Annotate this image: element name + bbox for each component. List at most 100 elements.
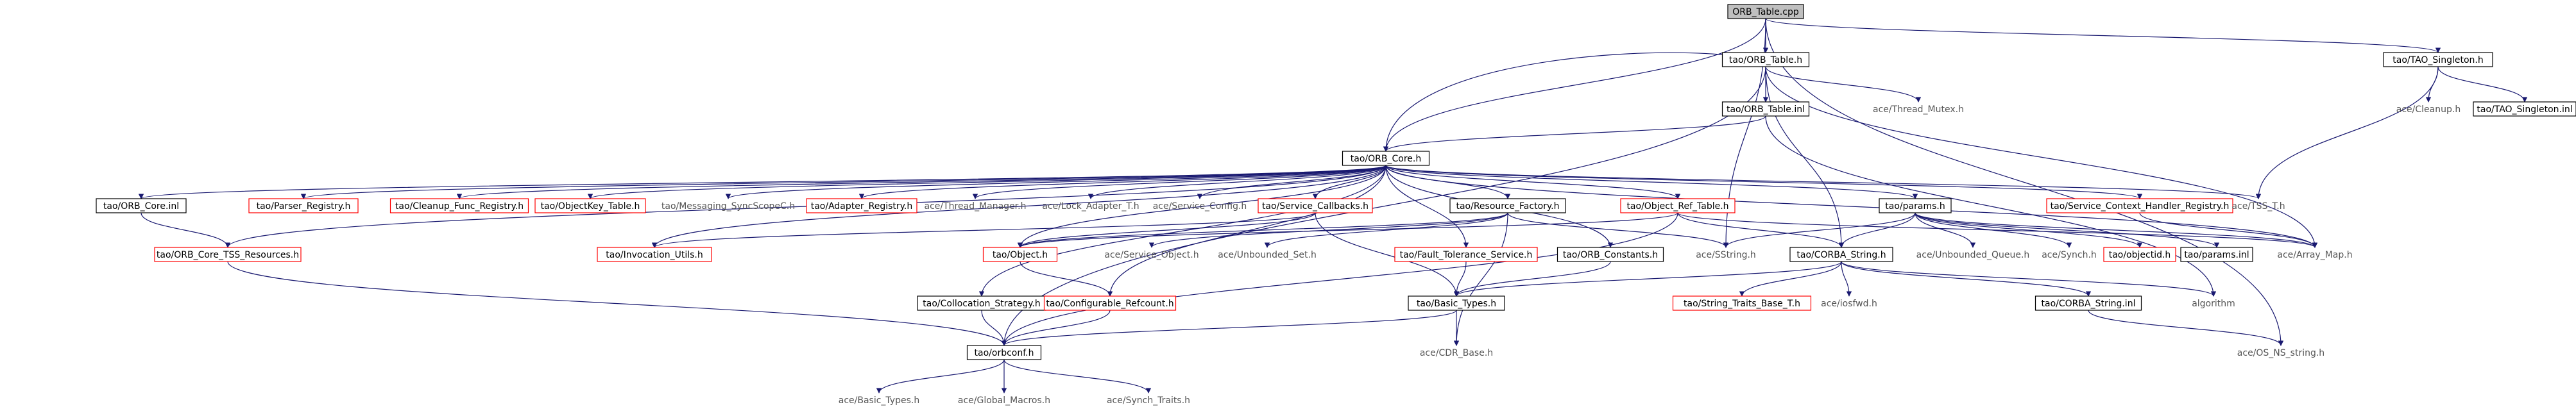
node-sstring-h[interactable]: ace/SString.h bbox=[1689, 247, 1763, 262]
node-label: ace/Synch.h bbox=[2042, 250, 2097, 260]
edge-params_h-to-unbounded_queue_h bbox=[1915, 212, 1976, 248]
node-params-h[interactable]: tao/params.h bbox=[1879, 198, 1952, 213]
edge-orb_core_tss_resources_h-to-orbconf_h bbox=[227, 261, 1007, 346]
edge-orb_table_h-to-thread_mutex_h bbox=[1765, 66, 1922, 103]
node-box bbox=[2103, 247, 2176, 262]
node-messaging-syncscopec-h[interactable]: tao/Messaging_SyncScopeC.h bbox=[658, 199, 799, 213]
node-synch-h[interactable]: ace/Synch.h bbox=[2039, 247, 2100, 262]
node-service-object-h[interactable]: ace/Service_Object.h bbox=[1099, 247, 1205, 262]
node-cleanup-func-registry-h[interactable]: tao/Cleanup_Func_Registry.h bbox=[389, 198, 529, 213]
edge-resource_factory_h-to-unbounded_set_h bbox=[1264, 212, 1508, 248]
node-box bbox=[154, 247, 302, 262]
node-label: tao/Cleanup_Func_Registry.h bbox=[395, 201, 524, 212]
node-objectkey-table-h[interactable]: tao/ObjectKey_Table.h bbox=[534, 198, 646, 213]
node-service-callbacks-h[interactable]: tao/Service_Callbacks.h bbox=[1258, 198, 1373, 213]
node-layer: ORB_Table.cpp tao/ORB_Table.h tao/TAO_Sing… bbox=[96, 4, 2576, 407]
node-orb-constants-h[interactable]: tao/ORB_Constants.h bbox=[1557, 247, 1664, 262]
edge-orb_core_h-to-adapter_registry_h bbox=[859, 165, 1386, 199]
node-label: tao/Object.h bbox=[993, 250, 1048, 260]
node-lock-adapter-t-h[interactable]: ace/Lock_Adapter_T.h bbox=[1037, 199, 1145, 213]
node-resource-factory-h[interactable]: tao/Resource_Factory.h bbox=[1449, 198, 1566, 213]
node-box bbox=[2034, 295, 2142, 311]
edge-orb_core_h-to-array_map_h bbox=[1385, 165, 2318, 248]
node-fault-tolerance-service-h[interactable]: tao/Fault_Tolerance_Service.h bbox=[1394, 247, 1538, 262]
node-label: ace/Thread_Manager.h bbox=[925, 201, 1027, 212]
node-synch-traits-h[interactable]: ace/Synch_Traits.h bbox=[1100, 393, 1197, 407]
node-label: tao/ORB_Constants.h bbox=[1563, 250, 1658, 260]
node-cleanup-h[interactable]: ace/Cleanup.h bbox=[2393, 102, 2464, 116]
edge-orb_core_h-to-lock_adapter_t_h bbox=[1088, 165, 1386, 199]
node-objectid-h[interactable]: tao/objectid.h bbox=[2103, 247, 2176, 262]
node-label: ace/Basic_Types.h bbox=[839, 395, 919, 406]
edge-orb_core_h-to-thread_manager_h bbox=[972, 165, 1386, 199]
node-label: ace/Cleanup.h bbox=[2396, 104, 2461, 115]
node-string-traits-base-t-h[interactable]: tao/String_Traits_Base_T.h bbox=[1672, 295, 1812, 311]
node-label: algorithm bbox=[2192, 299, 2235, 309]
node-orb-core-inl[interactable]: tao/ORB_Core.inl bbox=[96, 198, 187, 213]
node-algorithm[interactable]: algorithm bbox=[2185, 296, 2242, 310]
edge-params_h-to-params_inl bbox=[1915, 212, 2220, 248]
edge-orb_core_inl-to-orb_core_tss_resources_h bbox=[141, 212, 231, 248]
node-corba-string-inl[interactable]: tao/CORBA_String.inl bbox=[2034, 295, 2142, 311]
edge-orb_table_cpp-to-tao_singleton_h bbox=[1765, 18, 2441, 53]
node-invocation-utils-h[interactable]: tao/Invocation_Utils.h bbox=[597, 247, 712, 262]
edge-tao_singleton_h-to-tao_singleton_inl bbox=[2437, 66, 2528, 103]
node-global-macros-h[interactable]: ace/Global_Macros.h bbox=[953, 393, 1055, 407]
node-box bbox=[1408, 295, 1505, 311]
node-unbounded-set-h[interactable]: ace/Unbounded_Set.h bbox=[1213, 247, 1321, 262]
edge-service_callbacks_h-to-basic_types_h bbox=[1315, 212, 1460, 297]
node-label: tao/Adapter_Registry.h bbox=[811, 201, 913, 212]
node-tao-singleton-h[interactable]: tao/TAO_Singleton.h bbox=[2383, 52, 2493, 67]
node-orb-table-h[interactable]: tao/ORB_Table.h bbox=[1721, 52, 1810, 67]
node-orb-table-inl[interactable]: tao/ORB_Table.inl bbox=[1721, 101, 1810, 117]
node-adapter-registry-h[interactable]: tao/Adapter_Registry.h bbox=[806, 198, 917, 213]
node-thread-mutex-h[interactable]: ace/Thread_Mutex.h bbox=[1870, 102, 1966, 116]
node-orb-table-cpp[interactable]: ORB_Table.cpp bbox=[1727, 4, 1804, 19]
node-orb-core-tss-resources-h[interactable]: tao/ORB_Core_TSS_Resources.h bbox=[154, 247, 302, 262]
node-label: ace/Synch_Traits.h bbox=[1107, 395, 1190, 406]
node-label: tao/Service_Callbacks.h bbox=[1262, 201, 1369, 212]
node-parser-registry-h[interactable]: tao/Parser_Registry.h bbox=[248, 198, 359, 213]
node-iosfwd-h[interactable]: ace/iosfwd.h bbox=[1817, 296, 1881, 310]
edge-orbconf_h-to-ace_basic_types_h bbox=[876, 359, 1005, 394]
edge-corba_string_h-to-basic_types_h bbox=[1453, 261, 1842, 297]
node-ace-basic-types-h[interactable]: ace/Basic_Types.h bbox=[830, 393, 929, 407]
edge-object_ref_table_h-to-orbconf_h bbox=[1001, 212, 1678, 346]
edge-service_callbacks_h-to-invocation_utils_h bbox=[652, 212, 1316, 248]
node-orbconf-h[interactable]: tao/orbconf.h bbox=[966, 345, 1042, 360]
node-box bbox=[1449, 198, 1566, 213]
edge-corba_string_h-to-string_traits_base_t_h bbox=[1739, 261, 1842, 297]
edge-orb_core_h-to-object_ref_table_h bbox=[1385, 165, 1681, 199]
node-tao-singleton-inl[interactable]: tao/TAO_Singleton.inl bbox=[2473, 101, 2576, 117]
node-label: tao/CORBA_String.inl bbox=[2042, 299, 2136, 309]
node-object-h[interactable]: tao/Object.h bbox=[982, 247, 1058, 262]
node-configurable-refcount-h[interactable]: tao/Configurable_Refcount.h bbox=[1043, 295, 1177, 311]
node-thread-manager-h[interactable]: ace/Thread_Manager.h bbox=[923, 199, 1028, 213]
node-unbounded-queue-h[interactable]: ace/Unbounded_Queue.h bbox=[1915, 247, 2031, 262]
edge-resource_factory_h-to-service_object_h bbox=[1148, 212, 1508, 248]
edge-object_ref_table_h-to-object_h bbox=[1018, 212, 1678, 248]
edge-service_context_handler_registry_h-to-array_map_h bbox=[2139, 212, 2318, 248]
node-service-config-h[interactable]: ace/Service_Config.h bbox=[1150, 199, 1250, 213]
node-params-inl[interactable]: tao/params.inl bbox=[2180, 247, 2253, 262]
node-box bbox=[1721, 101, 1810, 117]
edge-corba_string_h-to-iosfwd_h bbox=[1841, 261, 1852, 297]
node-cdr-base-h[interactable]: ace/CDR_Base.h bbox=[1415, 345, 1498, 360]
node-array-map-h[interactable]: ace/Array_Map.h bbox=[2273, 247, 2357, 262]
node-basic-types-h[interactable]: tao/Basic_Types.h bbox=[1408, 295, 1505, 311]
node-object-ref-table-h[interactable]: tao/Object_Ref_Table.h bbox=[1620, 198, 1736, 213]
node-label: ace/Lock_Adapter_T.h bbox=[1042, 201, 1139, 212]
node-service-context-handler-registry-h[interactable]: tao/Service_Context_Handler_Registry.h bbox=[2046, 198, 2233, 213]
node-label: ace/Service_Config.h bbox=[1153, 201, 1247, 212]
edge-corba_string_h-to-algorithm bbox=[1841, 261, 2217, 297]
node-label: tao/Invocation_Utils.h bbox=[606, 250, 703, 260]
node-box bbox=[389, 198, 529, 213]
node-os-ns-string-h[interactable]: ace/OS_NS_string.h bbox=[2230, 345, 2332, 360]
node-corba-string-h[interactable]: tao/CORBA_String.h bbox=[1789, 247, 1893, 262]
node-collocation-strategy-h[interactable]: tao/Collocation_Strategy.h bbox=[917, 295, 1046, 311]
edge-orb_core_h-to-invocation_utils_h bbox=[651, 165, 1386, 248]
edge-orb_core_h-to-messaging_syncscopec_h bbox=[726, 165, 1386, 199]
edge-orb_core_h-to-service_context_handler_registry_h bbox=[1385, 165, 2142, 199]
node-orb-core-h[interactable]: tao/ORB_Core.h bbox=[1342, 151, 1430, 166]
node-tss-t-h[interactable]: ace/TSS_T.h bbox=[2228, 199, 2289, 213]
